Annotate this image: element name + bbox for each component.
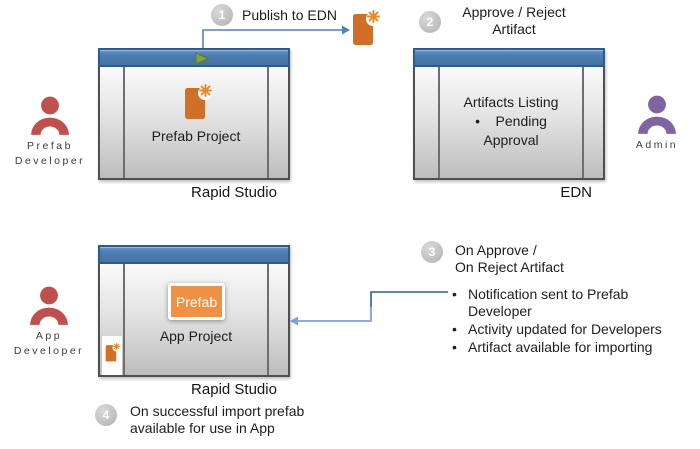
window-caption: Rapid Studio [191, 381, 277, 398]
window-body: Artifacts Listing • Pending Approval [413, 67, 605, 180]
new-artifact-icon [185, 84, 212, 119]
publish-arrowhead-icon [342, 25, 350, 35]
bullet-icon: • [452, 339, 457, 355]
actor-admin: Admin [615, 95, 699, 153]
window-body: Prefab Project [98, 67, 290, 180]
window-divider [123, 264, 125, 375]
project-label: Prefab Project [151, 128, 241, 144]
step-4-label: On successful import prefab available fo… [130, 403, 304, 437]
window-divider [123, 67, 125, 178]
window-divider [267, 67, 269, 178]
play-icon [195, 52, 209, 65]
prefab-badge: Prefab [168, 283, 225, 320]
person-icon [638, 95, 676, 134]
window-titlebar [413, 48, 605, 67]
window-divider [438, 67, 440, 178]
publish-connector-line [202, 29, 342, 48]
approve-connector-line-dark [370, 291, 448, 307]
window-edn: Artifacts Listing • Pending Approval EDN [413, 48, 605, 201]
artifacts-listing-item: Approval [483, 132, 539, 148]
step-3-circle: 3 [421, 241, 443, 263]
artifacts-listing-title: Artifacts Listing [463, 94, 559, 110]
window-rapid-studio-app: Prefab App Project Rapid Studio [98, 245, 290, 398]
approve-arrowhead-icon [290, 316, 298, 326]
project-label: App Project [159, 328, 233, 344]
step-2-label: Approve / Reject Artifact [448, 4, 580, 38]
note-text: Notification sent to Prefab Developer [468, 286, 629, 319]
step-4-circle: 4 [95, 404, 117, 426]
approval-notes-list: • Notification sent to Prefab Developer … [452, 286, 680, 357]
window-rapid-studio-prefab: Prefab Project Rapid Studio [98, 48, 290, 201]
artifacts-listing: Artifacts Listing • Pending Approval [440, 93, 582, 150]
window-body: Prefab App Project [98, 264, 290, 377]
person-icon [30, 286, 68, 325]
window-titlebar [98, 48, 290, 67]
step-3-label: On Approve / On Reject Artifact [455, 242, 564, 276]
step-1-circle: 1 [211, 4, 233, 26]
note-text: Activity updated for Developers [468, 321, 662, 337]
new-artifact-icon [105, 343, 120, 362]
actor-label: Admin [635, 139, 679, 151]
window-titlebar [98, 245, 290, 264]
new-artifact-icon [353, 10, 380, 45]
artifacts-listing-item: • Pending [475, 113, 547, 129]
step-4-line1: On successful import prefab [130, 403, 305, 419]
step-3-line2: On Reject Artifact [455, 259, 564, 275]
bullet-icon: • [452, 286, 457, 302]
actor-prefab-developer: Prefab Developer [8, 96, 92, 169]
window-caption: EDN [560, 184, 592, 201]
list-item: • Notification sent to Prefab Developer [452, 286, 680, 320]
window-divider [267, 264, 269, 375]
step-3-line1: On Approve / [455, 242, 537, 258]
step-2-circle: 2 [419, 11, 441, 33]
step-4-line2: available for use in App [130, 420, 275, 436]
actor-label: Prefab [27, 140, 73, 152]
approve-connector-line-light [298, 307, 372, 322]
list-item: • Activity updated for Developers [452, 321, 680, 338]
step-2-line2: Artifact [492, 21, 536, 37]
person-icon [31, 96, 69, 135]
actor-label: App [35, 330, 63, 342]
bullet-icon: • [452, 321, 457, 337]
window-divider [582, 67, 584, 178]
list-item: • Artifact available for importing [452, 339, 680, 356]
actor-label: Developer [13, 345, 85, 357]
actor-label: Developer [14, 155, 86, 167]
step-2-line1: Approve / Reject [462, 4, 566, 20]
actor-app-developer: App Developer [7, 286, 91, 359]
note-text: Artifact available for importing [468, 339, 653, 355]
step-1-label: Publish to EDN [242, 7, 337, 23]
window-caption: Rapid Studio [191, 184, 277, 201]
